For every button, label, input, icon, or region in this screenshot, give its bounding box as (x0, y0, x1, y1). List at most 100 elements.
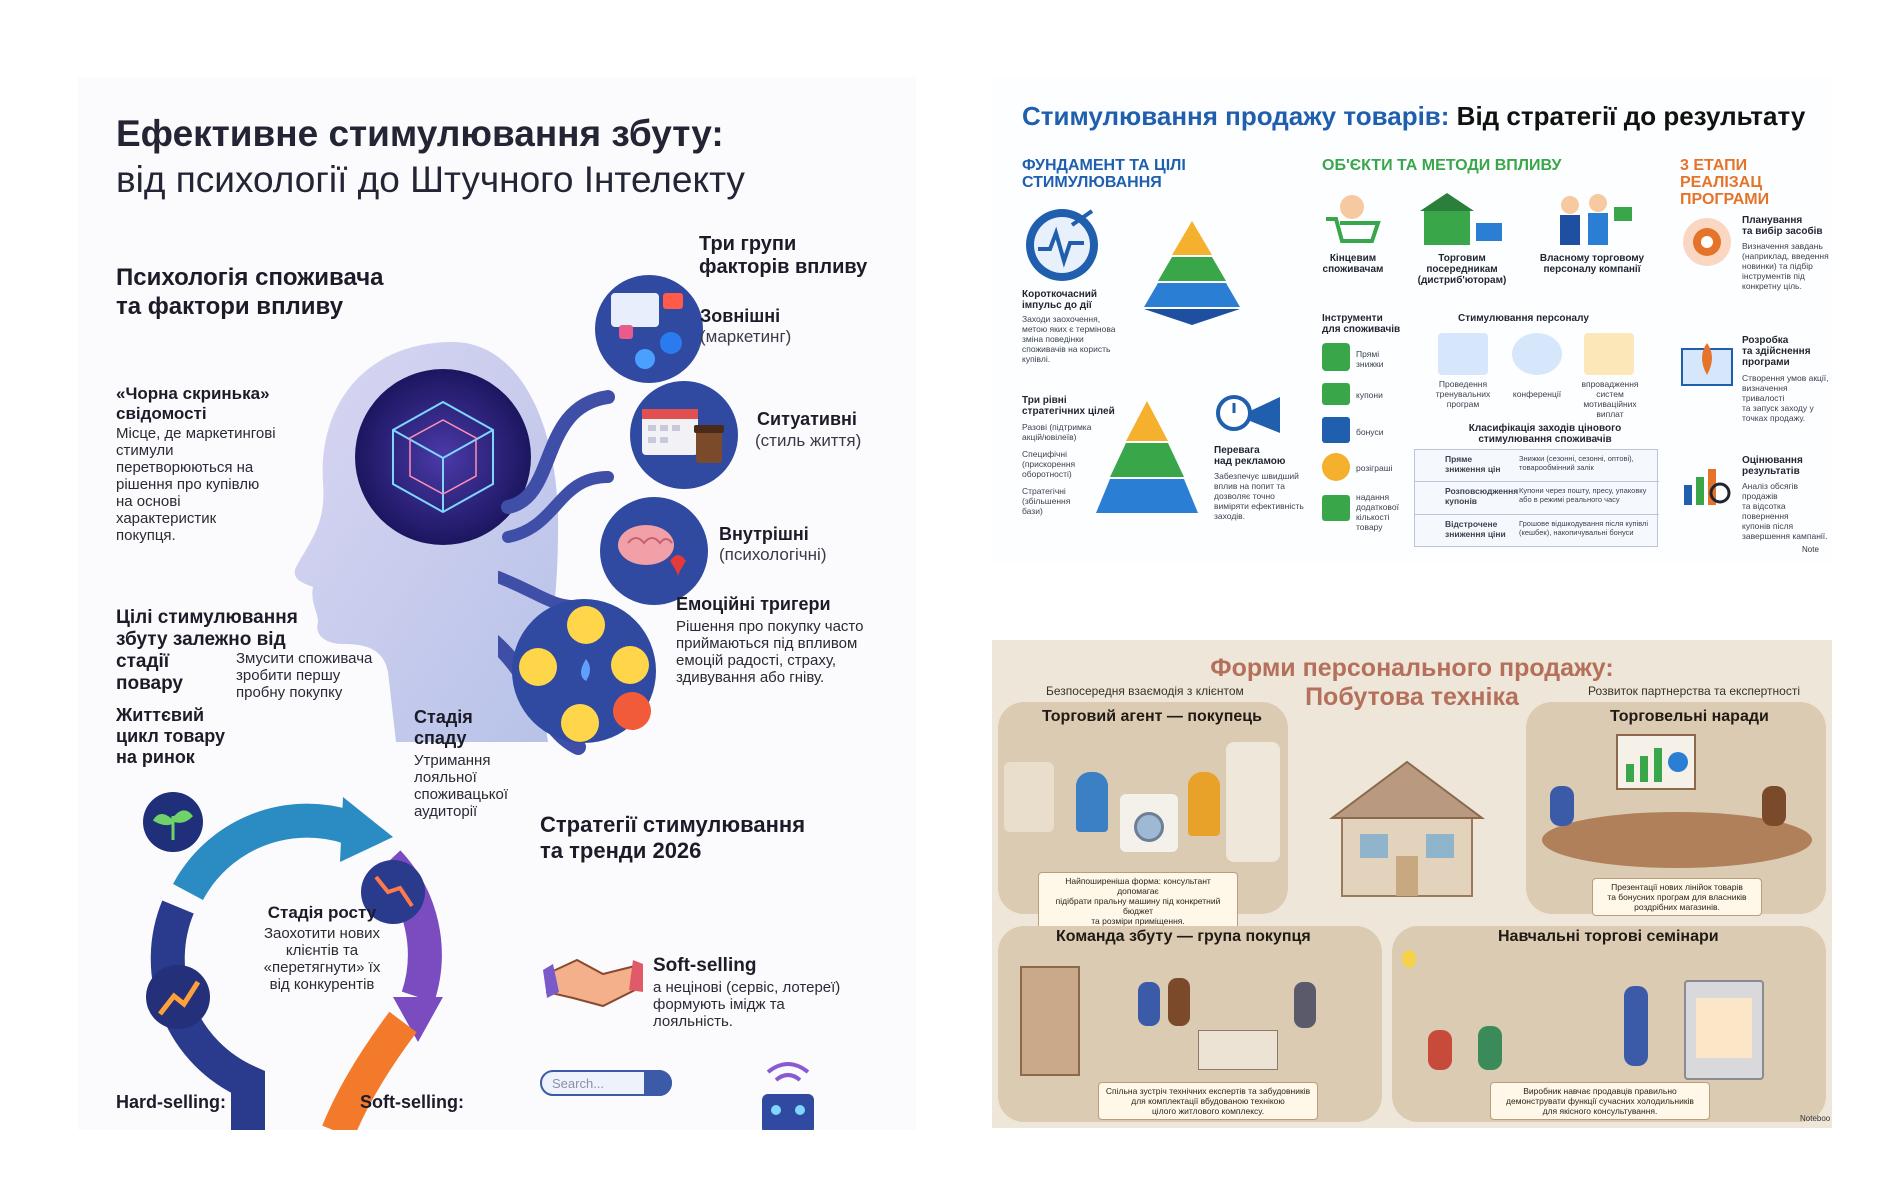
handshake-icon (543, 958, 643, 1008)
external-factors-bubble (595, 275, 703, 383)
internal-factor-title: Внутрішні (719, 524, 809, 544)
refrigerator-illustration (1684, 980, 1764, 1080)
stove-illustration (1004, 762, 1054, 832)
fearful-emoji-icon (561, 704, 599, 742)
quadrant-caption: Найпоширеніша форма: консультант допомаг… (1038, 872, 1238, 930)
planning-target-icon (1683, 218, 1731, 266)
levels-title: Три рівні стратегічних цілей (1022, 395, 1115, 417)
staff-conferences: конференції (1512, 389, 1562, 399)
external-factor-subtitle: (маркетинг) (700, 327, 792, 346)
gift-box-icon (1322, 417, 1350, 443)
panel3-title-line1: Форми персонального продажу: (1210, 654, 1614, 682)
strategies-title: Стратегії стимулювання та тренди 2026 (540, 812, 806, 863)
staff-team-icon (1560, 194, 1632, 245)
object-staff: Власному торговому персоналу компанії (1539, 253, 1645, 275)
level-three-text: Стратегічні (збільшення бази) (1022, 486, 1071, 516)
conference-icon (1512, 333, 1562, 375)
coupon-icon (1322, 383, 1350, 405)
megaphone-stopwatch-icon (1216, 395, 1280, 433)
quadrant-trade-meetings: Торговельні наради Презентації нових лін… (1526, 702, 1826, 916)
quadrant-sales-team: Команда збуту — група покупця Спільна зу… (998, 926, 1382, 1122)
team-member-figure (1294, 982, 1316, 1028)
search-input[interactable]: Search... (540, 1070, 672, 1096)
emotional-triggers-bubble (512, 599, 656, 743)
construction-building (1020, 966, 1080, 1076)
quadrant-caption: Виробник навчає продавців правильно демо… (1490, 1082, 1710, 1120)
quadrant-caption: Спільна зустріч технічних експертів та з… (1098, 1082, 1318, 1120)
classification-row: Відстрочене зниження ціни Грошове відшко… (1415, 515, 1659, 548)
participant-figure (1550, 786, 1574, 826)
stage2-text: Створення умов акції, визначення тривало… (1742, 373, 1829, 423)
situational-factors-bubble (630, 381, 738, 489)
presentation-board (1616, 734, 1696, 790)
staff-trainings: Проведення тренувальних програм (1435, 379, 1491, 409)
advantage-text: Забезпечує швидший вплив на попит та доз… (1214, 471, 1304, 521)
left-subtitle: Безпосередня взаємодія з клієнтом (1046, 684, 1244, 698)
infographic-sales-promotion: Стимулювання продажу товарів: Від страте… (992, 77, 1832, 564)
panel1-title-line2: від психології до Штучного Інтелекту (116, 159, 745, 200)
goals-text: Змусити споживача зробити першу пробну п… (236, 650, 373, 701)
stacked-pyramid-icon (1144, 221, 1240, 325)
heart-eyes-emoji-icon (519, 648, 557, 686)
stage1-text: Визначення завдань (наприклад, введення … (1742, 241, 1829, 291)
trainee-figure (1428, 1030, 1452, 1070)
hardselling-label: Hard-selling: (116, 1092, 227, 1112)
search-icon[interactable] (644, 1070, 672, 1096)
team-member-figure (1138, 982, 1160, 1026)
robot-network-icon (762, 1062, 814, 1130)
classification-row-name: Відстрочене зниження ціни (1445, 519, 1506, 539)
panel3-footer-logo: Noteboo (1800, 1114, 1831, 1123)
internal-factor-subtitle: (психологічні) (719, 545, 827, 564)
three-groups-title: Три групи факторів впливу (699, 233, 868, 278)
stage1-title: Планування та вибір засобів (1742, 215, 1823, 237)
quadrant-title: Команда збуту — група покупця (1056, 928, 1311, 945)
decline-stage-text: Утримання лояльної споживацької аудиторі… (414, 752, 508, 820)
classification-table: Пряме зниження цін Знижки (сезонні, сезо… (1414, 449, 1659, 548)
right-subtitle: Розвиток партнерства та експертності (1588, 684, 1800, 698)
motivation-payment-icon (1584, 333, 1634, 375)
stage3-title: Оцінювання результатів (1742, 455, 1803, 477)
rocket-blueprint-icon (1681, 343, 1733, 386)
object-consumers: Кінцевим споживачам (1322, 253, 1384, 275)
analytics-magnifier-icon (1684, 469, 1731, 505)
classification-row-name: Розповсюдження купонів (1445, 486, 1519, 506)
lottery-wheel-icon (1322, 453, 1350, 481)
tool-bonuses: бонуси (1356, 427, 1384, 437)
quadrant-title: Навчальні торгові семінари (1498, 928, 1719, 945)
staff-systems: впровадження систем мотиваційних виплат (1581, 379, 1639, 419)
growth-stage-text: Заохотити нових клієнтів та «перетягнути… (263, 925, 381, 993)
section-psychology-title: Психологія споживача та фактори впливу (116, 264, 384, 320)
quadrant-training-seminars: Навчальні торгові семінари Виробник навч… (1392, 926, 1826, 1122)
lightbulb-icon (1402, 950, 1416, 968)
softselling-bottom-label: Soft-selling: (360, 1092, 464, 1112)
classification-row-desc: Грошове відшкодування після купівлі (кеш… (1519, 519, 1649, 537)
tool-lotteries: розіграші (1356, 463, 1393, 473)
panel2-title-black: Від стратегії до результату (1449, 101, 1806, 131)
internal-factors-bubble (600, 497, 708, 605)
col2-header: ОБ'ЄКТИ ТА МЕТОДИ ВПЛИВУ (1322, 157, 1562, 174)
softselling-text: а нецінові (сервіс, лотереї) формують ім… (653, 979, 841, 1030)
classification-row: Пряме зниження цін Знижки (сезонні, сезо… (1415, 450, 1659, 482)
classification-row-desc: Знижки (сезонні, сезонні, оптові), товар… (1519, 454, 1634, 472)
panel3-title-line2: Побутова техніка (1305, 683, 1519, 711)
house-illustration (1328, 760, 1486, 897)
quadrant-caption: Презентації нових лінійок товарів та бон… (1592, 878, 1762, 916)
team-member-figure (1168, 978, 1190, 1026)
panel1-title-line1: Ефективне стимулювання збуту: (116, 113, 724, 154)
quadrant-title: Торговий агент — покупець (1042, 708, 1262, 725)
level-one-text: Разові (підтримка акцій/ювілеїв) (1022, 422, 1092, 442)
quadrant-title: Торговельні наради (1610, 708, 1769, 725)
classification-row-desc: Купони через пошту, пресу, упаковку або … (1519, 486, 1647, 504)
head-silhouette-illustration (294, 342, 559, 742)
warehouse-truck-icon (1420, 193, 1502, 245)
training-icon (1438, 333, 1488, 375)
tool-extra: надання додаткової кількості товару (1356, 492, 1399, 532)
tool-discounts: Прямі знижки (1356, 349, 1384, 369)
goal-pyramid-icon (1096, 401, 1198, 513)
advantage-title: Перевага над рекламою (1214, 445, 1286, 467)
lifecycle-cycle-diagram (143, 792, 443, 1130)
customer-figure (1188, 772, 1220, 836)
kitchen-model (1198, 1030, 1278, 1070)
shopping-cart-icon (1326, 195, 1381, 243)
decline-stage-title: Стадія спаду (414, 707, 473, 748)
